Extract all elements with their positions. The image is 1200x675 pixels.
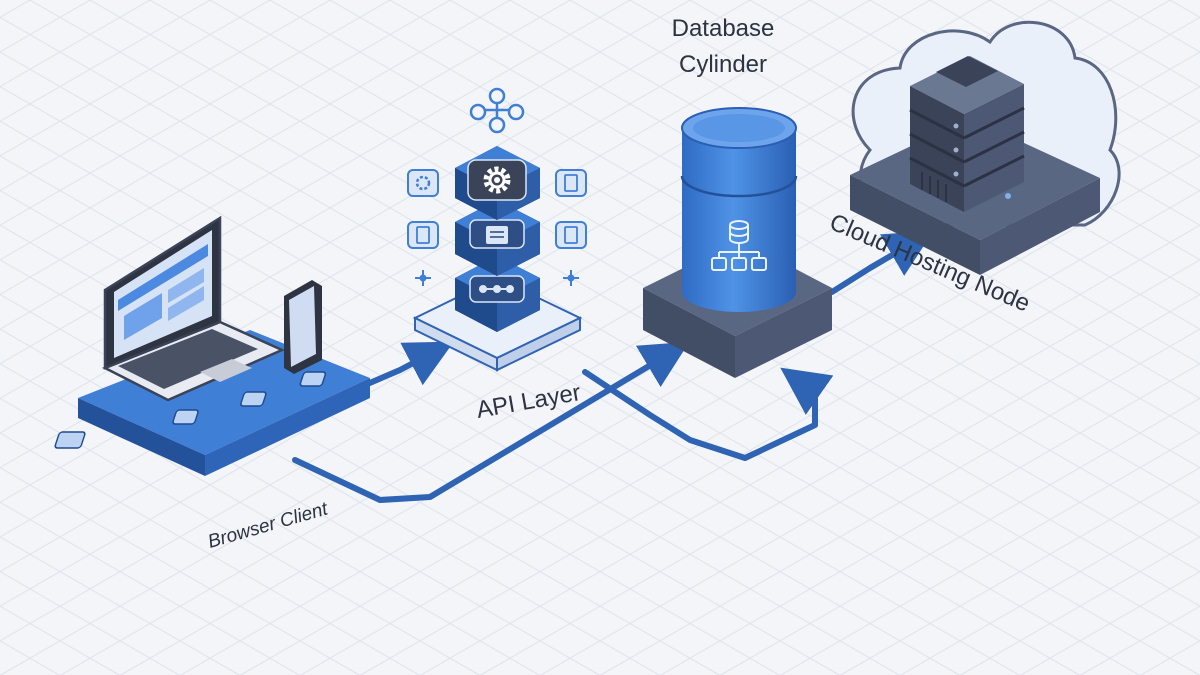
platform-icons (54, 371, 327, 449)
arrow-browser-to-api (362, 341, 454, 388)
cloud-hosting-node (850, 20, 1121, 275)
share-icon (172, 409, 199, 425)
connections (292, 230, 934, 503)
server-rack-icon (909, 56, 1025, 212)
database-label-line1: Database (672, 15, 775, 42)
network-icon (415, 270, 431, 286)
window-icon (54, 431, 86, 449)
hierarchy-icon (711, 244, 767, 271)
database-icon (729, 220, 749, 244)
laptop-keyboard (118, 329, 258, 389)
gear-icon (407, 169, 439, 197)
arrow-api-to-database (582, 367, 834, 461)
api-layer-node (407, 87, 587, 372)
api-block-gear (455, 146, 540, 220)
arrow-database-to-cloud (829, 230, 934, 295)
document-icon (407, 221, 439, 249)
smartphone-icon (284, 280, 322, 374)
laptop-trackpad (200, 359, 252, 382)
database-label-line2: Cylinder (679, 51, 767, 78)
hierarchy-icon (469, 87, 525, 134)
link-icon (240, 391, 267, 407)
api-block-document (455, 200, 540, 276)
arrow-browser-to-database (292, 341, 690, 503)
document-icon (555, 221, 587, 249)
api-side-icons (407, 169, 587, 286)
gear-icon (483, 166, 511, 194)
document-icon (555, 169, 587, 197)
browser-client-node (54, 215, 370, 476)
image-icon (299, 371, 327, 387)
database-node (643, 107, 832, 378)
document-icon (486, 226, 508, 244)
network-icon (563, 270, 579, 286)
network-icon (479, 285, 514, 293)
api-block-network (455, 256, 540, 332)
